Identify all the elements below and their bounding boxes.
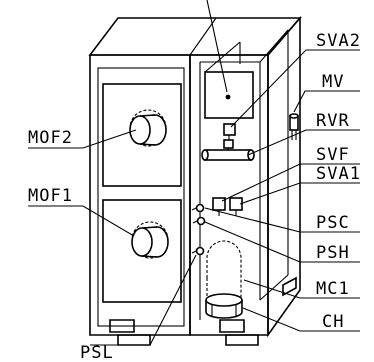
label-svf: SVF xyxy=(316,145,350,165)
valve-sva1 xyxy=(229,197,243,216)
fan-panel-upper xyxy=(102,83,182,187)
label-mof1: MOF1 xyxy=(28,186,73,206)
pressure-switch-psc xyxy=(191,203,205,213)
label-ch: CH xyxy=(322,312,344,332)
leader-lines xyxy=(28,0,360,346)
cabinet-outline xyxy=(88,15,302,338)
label-psl: PSL xyxy=(80,343,114,362)
fan-panel-lower xyxy=(102,199,182,303)
valve-mv xyxy=(289,113,299,140)
label-psc: PSC xyxy=(316,213,350,233)
label-psh: PSH xyxy=(316,243,350,263)
compressor-mc1 xyxy=(206,240,242,298)
label-mc1: MC1 xyxy=(316,279,350,299)
pressure-switch-psl xyxy=(191,246,205,256)
label-mv: MV xyxy=(322,72,344,92)
label-sva2: SVA2 xyxy=(316,31,361,51)
valve-sva2 xyxy=(223,123,236,140)
label-rvr: RVR xyxy=(316,111,350,131)
crankcase-heater-ch xyxy=(205,293,243,319)
pressure-switch-psh xyxy=(192,216,206,226)
label-sva1: SVA1 xyxy=(316,164,361,184)
control-box xyxy=(204,41,254,119)
cabinet-feet xyxy=(109,276,297,346)
reversing-valve-rvr xyxy=(201,139,255,161)
label-mof2: MOF2 xyxy=(28,128,73,148)
